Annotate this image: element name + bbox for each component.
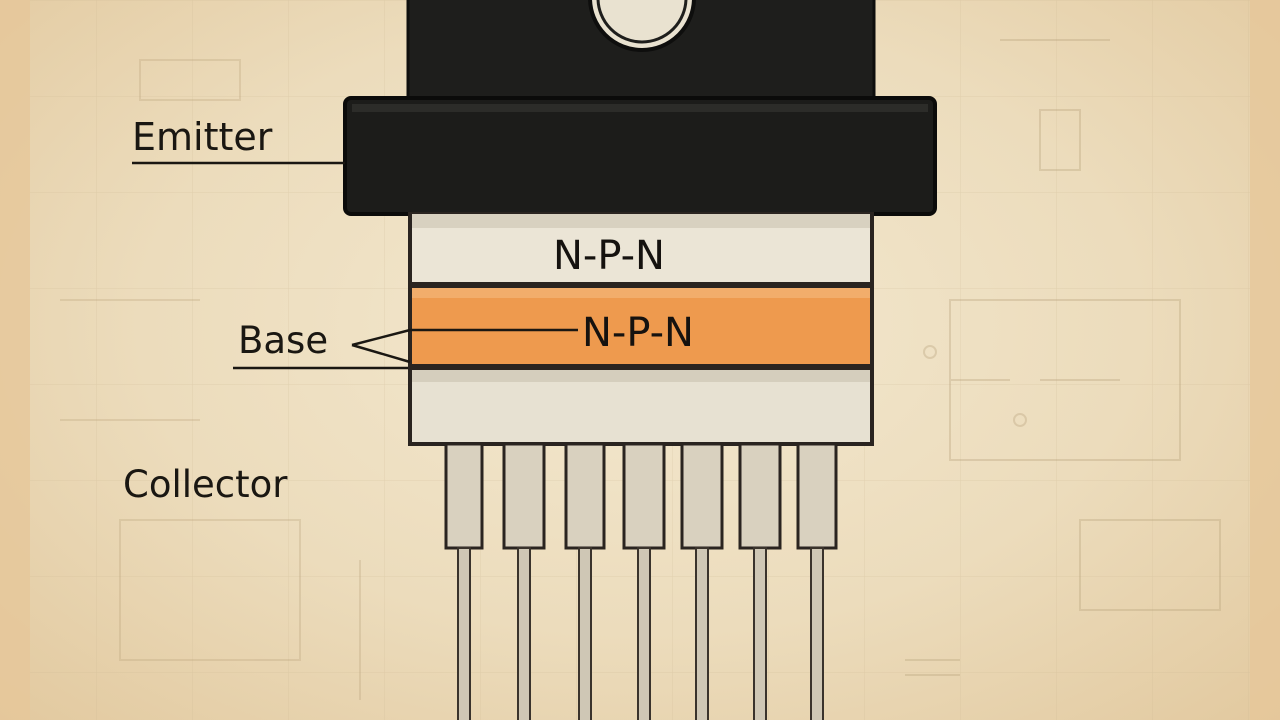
pin-4 <box>622 442 666 720</box>
base-arrow-icon <box>351 328 411 364</box>
package-band <box>343 96 937 216</box>
package-highlight <box>352 104 928 112</box>
faint-schematic-right <box>905 39 1221 676</box>
pin-6 <box>738 442 782 720</box>
collector-layer-shade <box>412 370 870 382</box>
emitter-label: Emitter <box>132 115 273 159</box>
collector-label: Collector <box>123 463 288 506</box>
mounting-hole <box>588 0 696 52</box>
base-layer-highlight <box>412 288 870 298</box>
base-layer <box>412 288 870 364</box>
faint-schematic-left <box>60 59 361 700</box>
left-edge-strip <box>0 0 30 720</box>
pin-3 <box>564 442 606 720</box>
pins <box>444 442 838 720</box>
emitter-layer-shade <box>412 214 870 228</box>
pin-5 <box>680 442 724 720</box>
pin-1 <box>444 442 484 720</box>
base-label: Base <box>238 319 329 362</box>
right-edge-strip <box>1250 0 1280 720</box>
base-layer-text: N-P-N <box>582 310 694 356</box>
pin-2 <box>502 442 546 720</box>
emitter-layer-text: N-P-N <box>553 233 665 279</box>
pin-7 <box>796 442 838 720</box>
mounting-hole-ring <box>596 0 688 44</box>
